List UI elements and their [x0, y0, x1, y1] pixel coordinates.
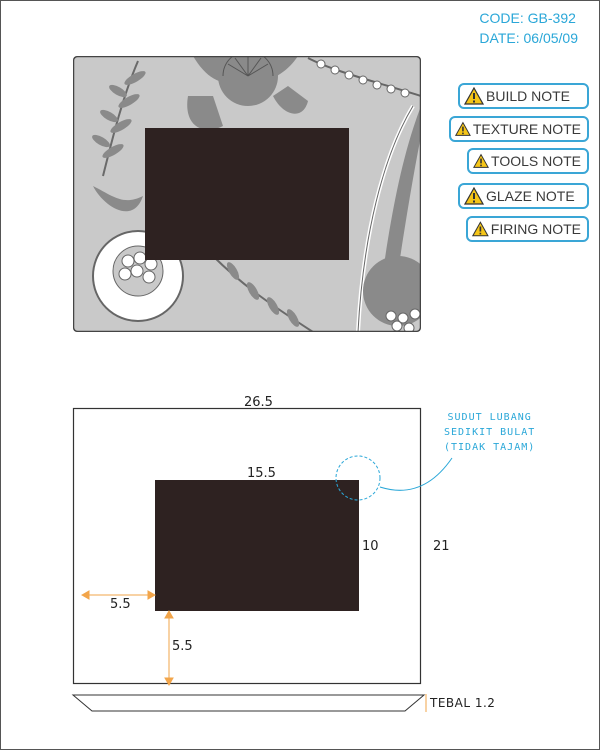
corner-note-leader: [379, 457, 453, 491]
texture-note-label: TEXTURE NOTE: [472, 121, 581, 137]
product-code: CODE: GB-392: [479, 10, 576, 26]
build-note-label: BUILD NOTE: [486, 88, 571, 104]
hole-height-label: 10: [362, 539, 379, 554]
side-profile: [71, 694, 426, 712]
glaze-note-label: GLAZE NOTE: [486, 188, 575, 204]
firing-note-label: FIRING NOTE: [490, 221, 581, 237]
hole-opening: [155, 480, 359, 611]
corner-note-line-1: SUDUT LUBANG: [447, 412, 532, 423]
bottom-margin-arrow: [164, 609, 174, 687]
outer-height-label: 21: [433, 539, 450, 554]
warning-triangle-icon: [464, 87, 484, 105]
warning-triangle-icon: [473, 153, 490, 168]
patterned-frame-view: [73, 56, 421, 332]
frame-opening-top: [145, 128, 349, 260]
outer-width-label: 26.5: [244, 395, 273, 410]
outer-frame-outline: [72, 407, 422, 685]
thickness-label: TEBAL 1.2: [430, 696, 496, 710]
hole-width-label: 15.5: [247, 466, 276, 481]
bottom-margin-label: 5.5: [172, 639, 193, 654]
firing-note-button[interactable]: FIRING NOTE: [466, 216, 589, 242]
floral-pattern-illustration: [73, 56, 421, 332]
corner-detail-circle: [335, 455, 381, 501]
glaze-note-button[interactable]: GLAZE NOTE: [458, 183, 589, 209]
tools-note-label: TOOLS NOTE: [491, 153, 581, 169]
corner-note-line-2: SEDIKIT BULAT: [444, 427, 536, 438]
left-margin-label: 5.5: [110, 597, 131, 612]
warning-triangle-icon: [472, 221, 489, 237]
document-date: DATE: 06/05/09: [479, 30, 578, 46]
corner-note: SUDUT LUBANG SEDIKIT BULAT (TIDAK TAJAM): [444, 410, 535, 455]
texture-note-button[interactable]: TEXTURE NOTE: [449, 116, 589, 142]
corner-note-line-3: (TIDAK TAJAM): [444, 442, 536, 453]
warning-triangle-icon: [455, 121, 471, 136]
document-header: CODE: GB-392 DATE: 06/05/09: [479, 8, 578, 48]
tools-note-button[interactable]: TOOLS NOTE: [467, 148, 589, 174]
build-note-button[interactable]: BUILD NOTE: [458, 83, 589, 109]
left-margin-arrow: [80, 590, 157, 600]
warning-triangle-icon: [464, 187, 484, 205]
